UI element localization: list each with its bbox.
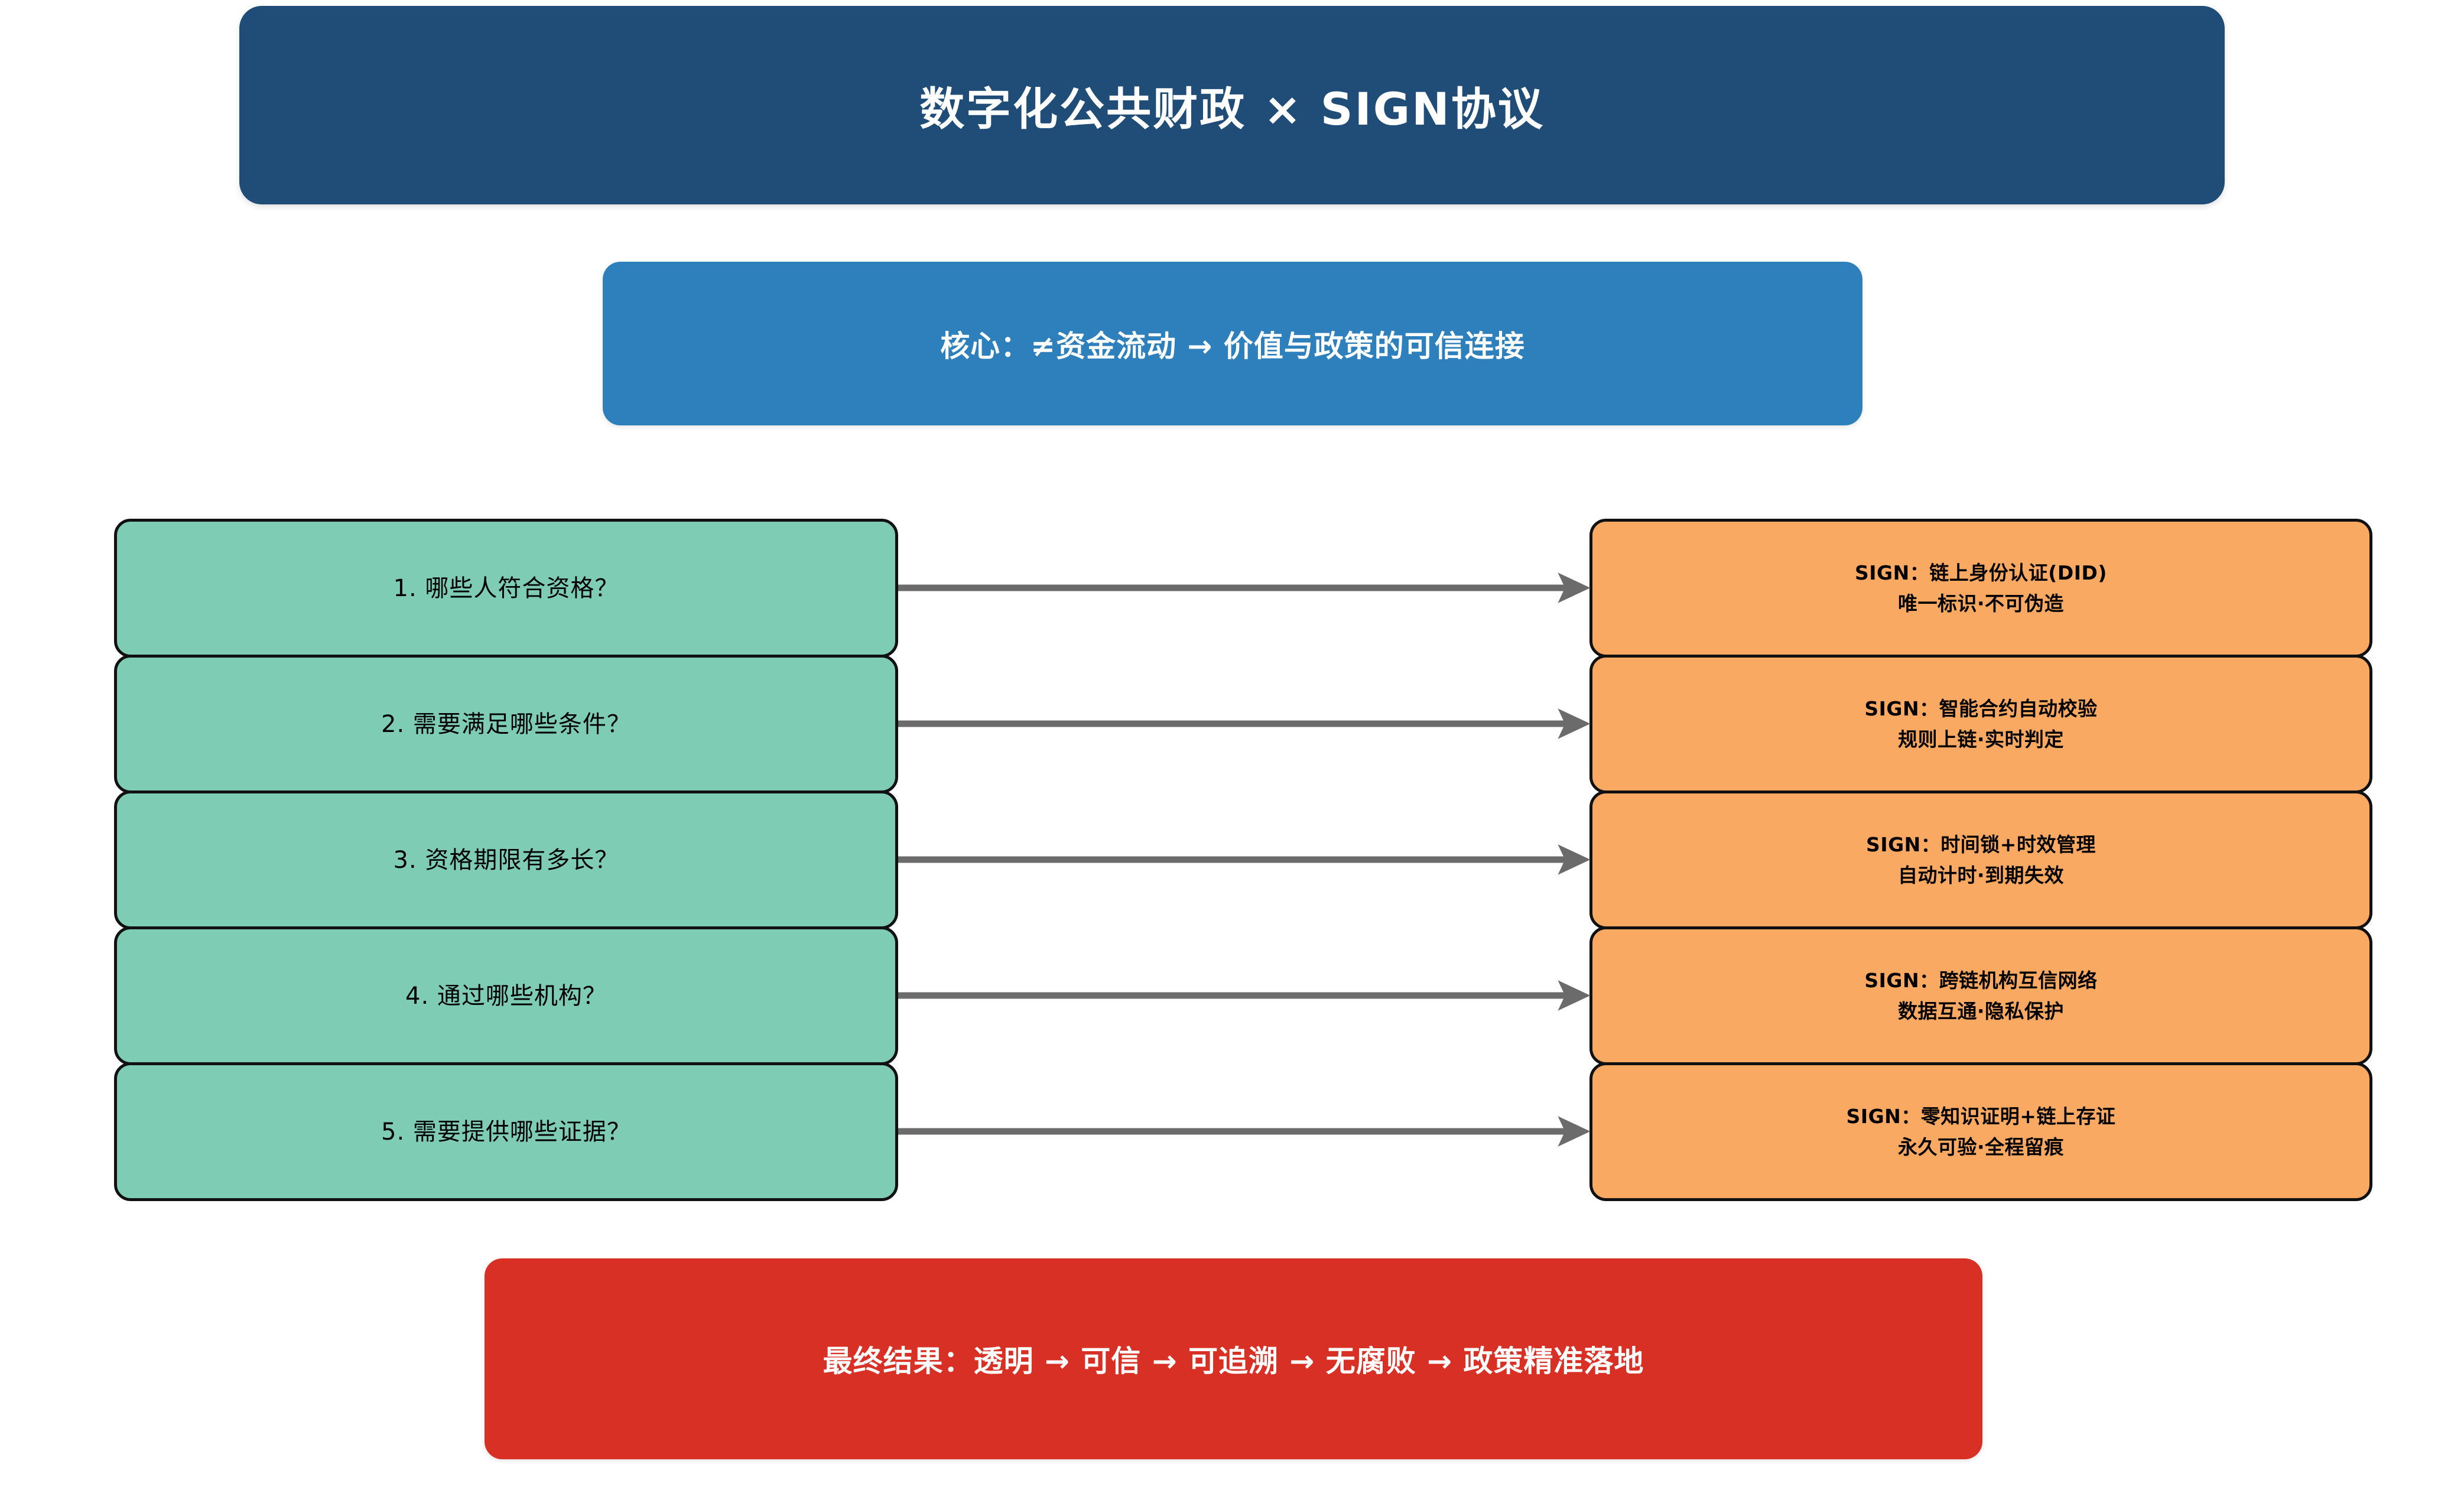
solution-node-2-label: SIGN：智能合约自动校验 规则上链·实时判定: [1848, 694, 2114, 754]
question-node-1[interactable]: 1. 哪些人符合资格？: [114, 519, 898, 658]
core-statement-text: 核心：≠资金流动 → 价值与政策的可信连接: [940, 328, 1525, 363]
solution-node-2-line2: 规则上链·实时判定: [1897, 727, 2065, 751]
solution-node-4-label: SIGN：跨链机构互信网络 数据互通·隐私保护: [1848, 965, 2114, 1026]
connector-arrows: [898, 572, 1591, 1147]
page-title: 数字化公共财政 × SIGN协议: [919, 83, 1545, 135]
core-statement-banner: 核心：≠资金流动 → 价值与政策的可信连接: [603, 262, 1862, 425]
solution-node-1[interactable]: SIGN：链上身份认证(DID) 唯一标识·不可伪造: [1589, 519, 2372, 658]
solution-node-3-line1: SIGN：时间锁+时效管理: [1866, 833, 2096, 857]
question-node-4-label: 4. 通过哪些机构？: [405, 982, 607, 1010]
solution-node-1-label: SIGN：链上身份认证(DID) 唯一标识·不可伪造: [1838, 558, 2124, 618]
question-node-1-label: 1. 哪些人符合资格？: [393, 574, 619, 602]
header-banner: 数字化公共财政 × SIGN协议: [239, 6, 2225, 204]
solution-node-3-line2: 自动计时·到期失效: [1897, 863, 2065, 887]
question-node-2[interactable]: 2. 需要满足哪些条件？: [114, 655, 898, 793]
solution-node-1-line2: 唯一标识·不可伪造: [1897, 591, 2065, 615]
question-node-4[interactable]: 4. 通过哪些机构？: [114, 926, 898, 1065]
solution-node-4[interactable]: SIGN：跨链机构互信网络 数据互通·隐私保护: [1589, 926, 2372, 1065]
solution-node-5-line2: 永久可验·全程留痕: [1897, 1135, 2065, 1159]
solution-node-5-line1: SIGN：零知识证明+链上存证: [1846, 1105, 2116, 1128]
result-banner: 最终结果：透明 → 可信 → 可追溯 → 无腐败 → 政策精准落地: [485, 1258, 1982, 1459]
question-node-3-label: 3. 资格期限有多长？: [393, 846, 619, 874]
solutions-column: SIGN：链上身份认证(DID) 唯一标识·不可伪造 SIGN：智能合约自动校验…: [1589, 519, 2372, 1201]
solution-node-5[interactable]: SIGN：零知识证明+链上存证 永久可验·全程留痕: [1589, 1062, 2372, 1201]
solution-node-1-line1: SIGN：链上身份认证(DID): [1855, 561, 2107, 585]
question-node-5[interactable]: 5. 需要提供哪些证据？: [114, 1062, 898, 1201]
solution-node-2-line1: SIGN：智能合约自动校验: [1864, 697, 2098, 721]
solution-node-3[interactable]: SIGN：时间锁+时效管理 自动计时·到期失效: [1589, 790, 2372, 929]
solution-node-4-line1: SIGN：跨链机构互信网络: [1864, 969, 2098, 993]
question-node-2-label: 2. 需要满足哪些条件？: [381, 710, 631, 738]
solution-node-4-line2: 数据互通·隐私保护: [1897, 999, 2065, 1023]
question-node-5-label: 5. 需要提供哪些证据？: [381, 1118, 631, 1146]
solution-node-3-label: SIGN：时间锁+时效管理 自动计时·到期失效: [1849, 829, 2112, 890]
question-node-3[interactable]: 3. 资格期限有多长？: [114, 790, 898, 929]
questions-column: 1. 哪些人符合资格？ 2. 需要满足哪些条件？ 3. 资格期限有多长？ 4. …: [114, 519, 898, 1201]
result-text: 最终结果：透明 → 可信 → 可追溯 → 无腐败 → 政策精准落地: [823, 1344, 1644, 1378]
solution-node-5-label: SIGN：零知识证明+链上存证 永久可验·全程留痕: [1830, 1101, 2133, 1162]
solution-node-2[interactable]: SIGN：智能合约自动校验 规则上链·实时判定: [1589, 655, 2372, 793]
